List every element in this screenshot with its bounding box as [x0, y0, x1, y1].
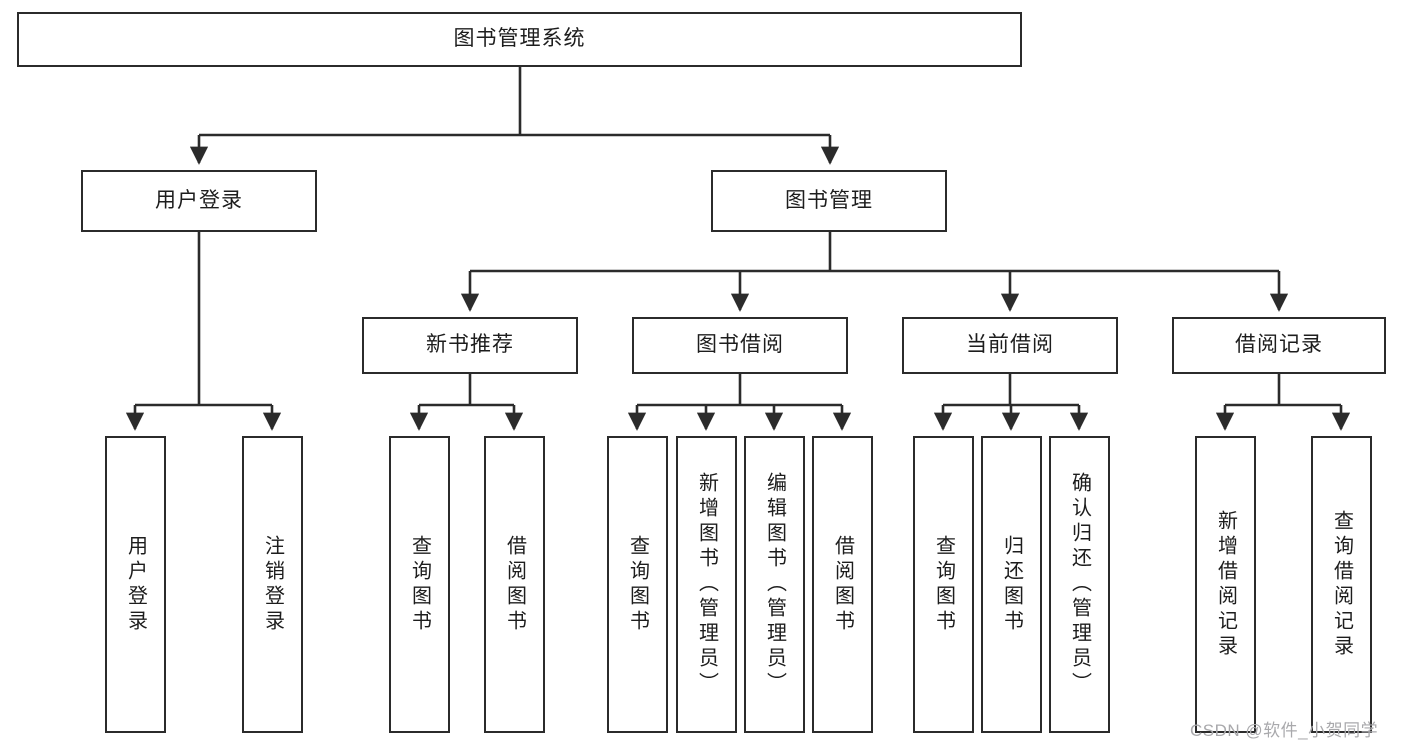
node-new-book-recommend-label: 新书推荐	[426, 333, 514, 357]
node-leaf-current-borrow-1-label: 归还图书	[1000, 534, 1023, 635]
node-user-login-label: 用户登录	[155, 188, 243, 212]
node-leaf-book-borrow-3[interactable]: 借阅图书	[812, 436, 873, 733]
node-leaf-borrow-record-0-label: 新增借阅记录	[1214, 509, 1237, 660]
node-book-manage-label: 图书管理	[785, 188, 873, 212]
node-leaf-user-login-1-label: 注销登录	[261, 534, 284, 635]
node-leaf-book-borrow-2-label: 编辑图书（管理员）	[763, 472, 786, 697]
node-leaf-current-borrow-0[interactable]: 查询图书	[913, 436, 974, 733]
node-leaf-current-borrow-2[interactable]: 确认归还（管理员）	[1049, 436, 1110, 733]
node-leaf-current-borrow-2-label: 确认归还（管理员）	[1068, 472, 1091, 697]
node-leaf-book-borrow-1[interactable]: 新增图书（管理员）	[676, 436, 737, 733]
node-leaf-book-borrow-3-label: 借阅图书	[831, 534, 854, 635]
node-leaf-user-login-0-label: 用户登录	[124, 534, 147, 635]
node-current-borrow-label: 当前借阅	[966, 333, 1054, 357]
node-leaf-book-borrow-0-label: 查询图书	[626, 534, 649, 635]
node-book-borrow-label: 图书借阅	[696, 333, 784, 357]
node-leaf-borrow-record-1[interactable]: 查询借阅记录	[1311, 436, 1372, 733]
node-current-borrow[interactable]: 当前借阅	[902, 317, 1118, 374]
node-root[interactable]: 图书管理系统	[17, 12, 1022, 67]
node-leaf-new-book-0-label: 查询图书	[408, 534, 431, 635]
node-leaf-borrow-record-1-label: 查询借阅记录	[1330, 509, 1353, 660]
node-borrow-record-label: 借阅记录	[1235, 333, 1323, 357]
node-leaf-book-borrow-1-label: 新增图书（管理员）	[695, 472, 718, 697]
node-leaf-user-login-0[interactable]: 用户登录	[105, 436, 166, 733]
node-user-login[interactable]: 用户登录	[81, 170, 317, 232]
node-borrow-record[interactable]: 借阅记录	[1172, 317, 1386, 374]
node-leaf-book-borrow-0[interactable]: 查询图书	[607, 436, 668, 733]
node-leaf-new-book-0[interactable]: 查询图书	[389, 436, 450, 733]
node-leaf-current-borrow-1[interactable]: 归还图书	[981, 436, 1042, 733]
csdn-watermark: CSDN @软件_小贺同学	[1190, 721, 1379, 740]
node-leaf-new-book-1[interactable]: 借阅图书	[484, 436, 545, 733]
node-book-borrow[interactable]: 图书借阅	[632, 317, 848, 374]
node-leaf-borrow-record-0[interactable]: 新增借阅记录	[1195, 436, 1256, 733]
node-leaf-current-borrow-0-label: 查询图书	[932, 534, 955, 635]
node-new-book-recommend[interactable]: 新书推荐	[362, 317, 578, 374]
node-book-manage[interactable]: 图书管理	[711, 170, 947, 232]
node-leaf-book-borrow-2[interactable]: 编辑图书（管理员）	[744, 436, 805, 733]
node-leaf-user-login-1[interactable]: 注销登录	[242, 436, 303, 733]
node-root-label: 图书管理系统	[453, 27, 586, 51]
node-leaf-new-book-1-label: 借阅图书	[503, 534, 526, 635]
